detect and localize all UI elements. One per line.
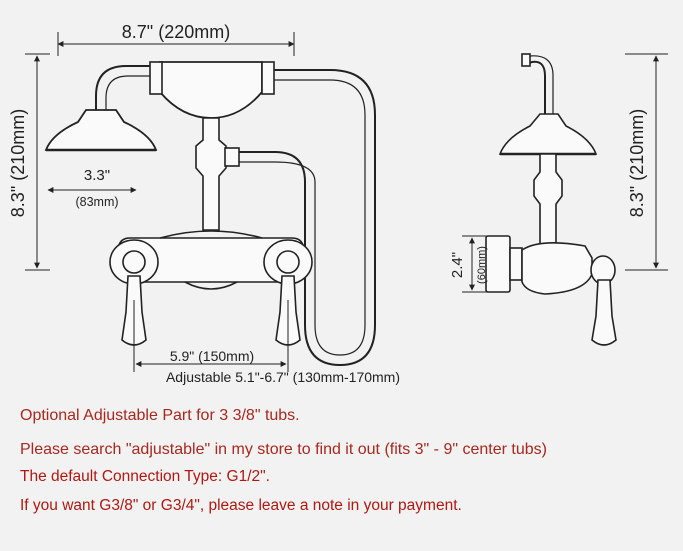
hose: [238, 69, 376, 367]
shower-head: [44, 109, 158, 151]
faucet-diagram: 8.7" (220mm) 8.3" (210mm) 3.3" (83mm) 5.…: [8, 22, 668, 385]
note-alternate-connection: If you want G3/8" or G3/4", please leave…: [20, 497, 462, 514]
head-diameter-mm-label: (83mm): [75, 195, 118, 209]
note-search-store: Please search "adjustable" in my store t…: [20, 441, 547, 458]
overall-width-label: 8.7" (220mm): [122, 22, 230, 42]
side-dimensions: [462, 53, 668, 293]
adjustable-range-label: Adjustable 5.1"-6.7" (130mm-170mm): [166, 369, 400, 385]
column: [195, 117, 227, 231]
side-view: [485, 53, 617, 346]
right-height-label: 8.3" (210mm): [627, 109, 647, 217]
handset-body: [159, 61, 263, 119]
note-optional-part: Optional Adjustable Part for 3 3/8" tubs…: [20, 407, 300, 424]
side-body: [521, 242, 593, 295]
head-diameter-in-label: 3.3": [84, 167, 110, 184]
side-shower-head: [498, 113, 598, 155]
wall-offset-mm-label: (60mm): [476, 246, 488, 284]
wall-offset-in-label: 2.4": [449, 252, 466, 278]
left-height-label: 8.3" (210mm): [8, 109, 28, 217]
side-hook: [526, 60, 546, 118]
hook-arm: [95, 65, 152, 110]
front-view: [44, 61, 376, 367]
side-handle: [591, 279, 617, 346]
wall-plate: [485, 235, 511, 293]
front-dimensions: [25, 32, 295, 372]
side-column: [533, 153, 563, 247]
center-spacing-label: 5.9" (150mm): [170, 348, 254, 364]
note-default-connection: The default Connection Type: G1/2".: [20, 468, 270, 485]
